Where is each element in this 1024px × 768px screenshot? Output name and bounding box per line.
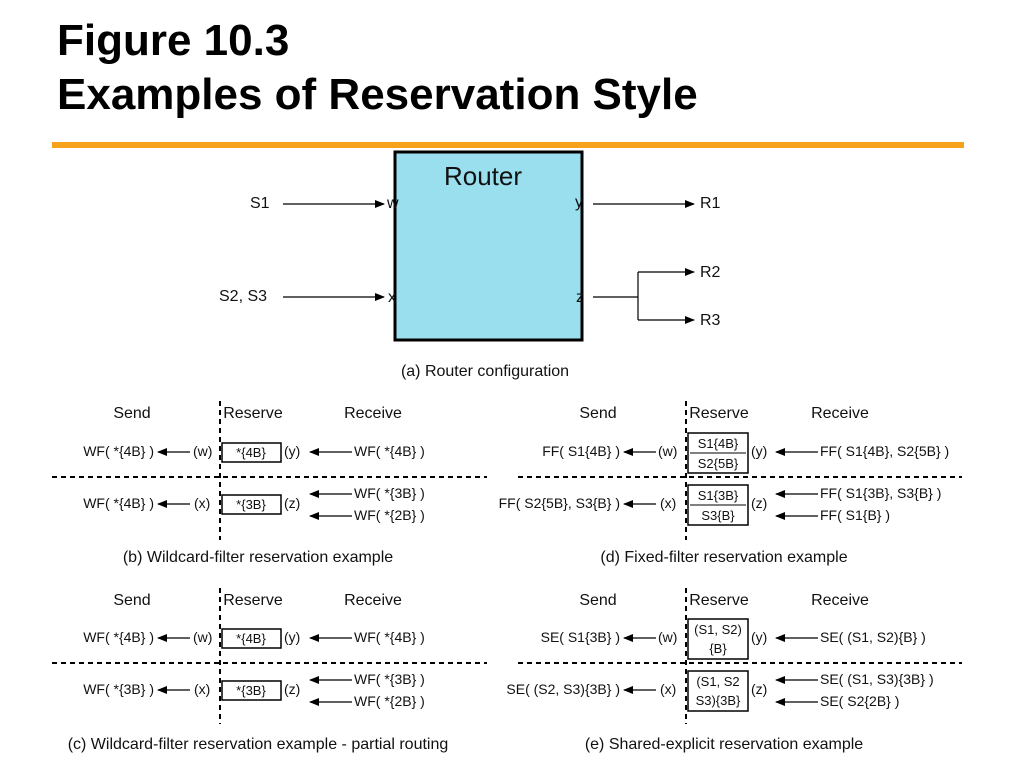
panel-c: Send Reserve Receive WF( *{4B} ) (w) *{4… [52,588,487,753]
sender-s1: S1 [250,195,270,212]
recv-y: FF( S1{4B}, S2{5B} ) [820,443,949,459]
port-x: (x) [660,681,676,697]
recv-y: WF( *{4B} ) [354,629,425,645]
reserve-value: S1{4B} [698,436,739,451]
caption-c: (c) Wildcard-filter reservation example … [68,736,449,753]
header-receive: Receive [344,592,402,609]
port-w: w [386,195,399,212]
reserve-value: S2{5B} [698,456,739,471]
port-w: (w) [658,443,677,459]
header-receive: Receive [811,405,869,422]
router-label: Router [444,161,522,191]
panel-d: Send Reserve Receive FF( S1{4B} ) (w) S1… [499,401,962,566]
port-y: (y) [751,629,767,645]
port-y: y [575,194,583,211]
sender-s2-s3: S2, S3 [219,288,267,305]
port-y: (y) [284,629,300,645]
reserve-value: S1{3B} [698,488,739,503]
router-configuration: Router S1 w S2, S3 x y R1 z R2 R3 (a) Ro… [219,150,721,380]
reserve-value: S3){3B} [696,693,741,708]
send-w: SE( S1{3B} ) [541,629,620,645]
title-underline [52,142,964,148]
reserve-box [221,680,282,701]
port-z: (z) [751,495,767,511]
recv-y: SE( (S1, S2){B} ) [820,629,926,645]
caption-b: (b) Wildcard-filter reservation example [123,549,393,566]
port-w: (w) [193,629,212,645]
header-reserve: Reserve [223,405,283,422]
port-z: (z) [284,495,300,511]
header-receive: Receive [811,592,869,609]
port-z: (z) [751,681,767,697]
port-z: (z) [284,681,300,697]
send-x: WF( *{3B} ) [83,681,154,697]
recv-y: WF( *{4B} ) [354,443,425,459]
title-line-2: Examples of Reservation Style [57,70,698,119]
caption-e: (e) Shared-explicit reservation example [585,736,863,753]
send-x: WF( *{4B} ) [83,495,154,511]
recv-z2: WF( *{2B} ) [354,693,425,709]
send-x: SE( (S2, S3){3B} ) [506,681,620,697]
panel-b: Send Reserve Receive WF( *{4B} ) (w) *{4… [52,401,487,566]
recv-z1: FF( S1{3B}, S3{B} ) [820,485,941,501]
recv-z2: SE( S2{2B} ) [820,693,899,709]
reserve-value: S3{B} [701,508,735,523]
send-x: FF( S2{5B}, S3{B} ) [499,495,620,511]
send-w: WF( *{4B} ) [83,629,154,645]
title-line-1: Figure 10.3 [57,16,290,65]
reserve-box [221,628,282,649]
send-w: FF( S1{4B} ) [542,443,620,459]
panel-e: Send Reserve Receive SE( S1{3B} ) (w) (S… [506,588,962,753]
port-x: (x) [194,681,210,697]
caption-a: (a) Router configuration [401,363,569,380]
reserve-value: (S1, S2) [694,622,742,637]
receiver-r1: R1 [700,195,721,212]
send-w: WF( *{4B} ) [83,443,154,459]
header-send: Send [579,405,616,422]
recv-z1: WF( *{3B} ) [354,671,425,687]
port-w: (w) [193,443,212,459]
recv-z1: SE( (S1, S3){3B} ) [820,671,934,687]
page-title: Figure 10.3 Examples of Reservation Styl… [57,14,698,122]
port-y: (y) [284,443,300,459]
reserve-value: *{3B} [236,683,266,698]
port-z: z [576,289,584,306]
reserve-value: *{4B} [236,445,266,460]
port-x: (x) [194,495,210,511]
reserve-value: *{4B} [236,631,266,646]
header-send: Send [113,592,150,609]
header-reserve: Reserve [689,592,749,609]
receiver-r3: R3 [700,312,721,329]
reserve-value: (S1, S2 [696,674,739,689]
reserve-box [687,670,749,712]
port-y: (y) [751,443,767,459]
header-reserve: Reserve [223,592,283,609]
reserve-box [221,494,282,515]
header-receive: Receive [344,405,402,422]
reserve-value: *{3B} [236,497,266,512]
header-reserve: Reserve [689,405,749,422]
recv-z2: FF( S1{B} ) [820,507,890,523]
reserve-box [221,442,282,463]
router-box [393,150,584,342]
receiver-r2: R2 [700,264,721,281]
port-w: (w) [658,629,677,645]
header-send: Send [113,405,150,422]
port-x: x [388,289,396,306]
recv-z1: WF( *{3B} ) [354,485,425,501]
recv-z2: WF( *{2B} ) [354,507,425,523]
port-x: (x) [660,495,676,511]
caption-d: (d) Fixed-filter reservation example [600,549,847,566]
header-send: Send [579,592,616,609]
reserve-box [687,618,749,660]
reserve-value: {B} [709,641,727,656]
